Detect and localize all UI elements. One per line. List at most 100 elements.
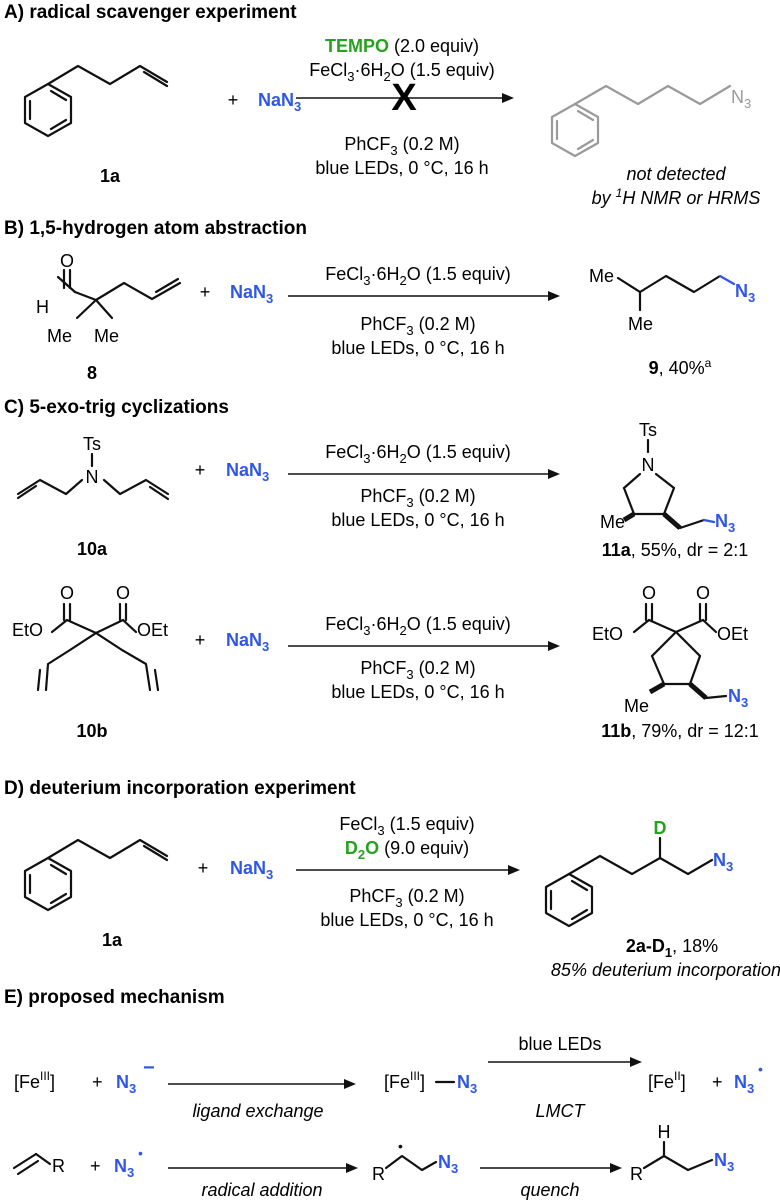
lmct-label: LMCT (536, 1101, 587, 1121)
azide-ligand: N3 (457, 1072, 477, 1096)
ethoxy-label-10b: EtO (12, 620, 43, 640)
condition-light-d: blue LEDs, 0 °C, 16 h (320, 910, 493, 930)
deuterium-incorporation-text: 85% deuterium incorporation (551, 960, 780, 980)
condition-solvent-a: PhCF3 (0.2 M) (344, 134, 459, 158)
carbon-radical-dot: • (398, 1138, 403, 1154)
aldehyde-hydrogen: H (36, 297, 49, 317)
reagent-nan3: NaN3 (230, 858, 273, 882)
condition-fecl3-hydrate: FeCl3·6H2O (1.5 equiv) (325, 264, 511, 288)
fe2-species: [FeII] (648, 1069, 686, 1092)
azide-label-2a-d1: N3 (713, 850, 733, 874)
reagent-nan3: NaN3 (258, 90, 301, 114)
tosyl-label-11a: Ts (639, 420, 657, 440)
substrate-1a-structure (23, 64, 169, 138)
product-2a-d1-structure (544, 836, 714, 928)
methyl-label-8b: Me (94, 326, 119, 346)
ester-oxygen-right: O (116, 583, 130, 603)
ester-oxygen-left: O (60, 583, 74, 603)
plus-sign: + (228, 90, 239, 110)
nitrogen-label-11a: N (642, 455, 655, 475)
alkene-r-group: R (52, 1156, 65, 1176)
azide-label-intermediate: N3 (438, 1152, 458, 1176)
plus-sign: + (195, 460, 206, 480)
arrowhead-b (548, 291, 560, 301)
azide-anion: N3 (116, 1072, 136, 1096)
intermediate-r-group: R (372, 1164, 385, 1184)
fe3-species: [FeIII] (14, 1069, 55, 1092)
substrate-1a-d-structure (23, 838, 169, 912)
faded-azide-label: N3 (731, 87, 751, 111)
methyl-label-11a: Me (600, 512, 625, 532)
ligand-exchange-label: ligand exchange (192, 1101, 323, 1121)
alkene-structure (12, 1152, 52, 1176)
condition-solvent-c1: PhCF3 (0.2 M) (360, 486, 475, 510)
radical-intermediate-structure (384, 1154, 438, 1172)
arrowhead-d (508, 865, 520, 875)
product-r-group: R (630, 1164, 643, 1184)
ester-oxygen-left-11b: O (642, 583, 656, 603)
product-not-detected-structure (550, 84, 732, 158)
product-11b-structure (632, 602, 728, 700)
condition-fecl3-hydrate: FeCl3·6H2O (1.5 equiv) (325, 614, 511, 638)
methyl-label-11b: Me (624, 696, 649, 716)
condition-light-c2: blue LEDs, 0 °C, 16 h (331, 682, 504, 702)
section-e-title: E) proposed mechanism (4, 987, 225, 1008)
radical-dot: • (138, 1145, 143, 1161)
condition-d2o: D2O (9.0 equiv) (345, 838, 469, 862)
arrowhead-a (502, 93, 514, 103)
arrowhead-c1 (548, 469, 560, 479)
compound-label-10b: 10b (76, 721, 107, 741)
compound-label-10a: 10a (77, 539, 108, 559)
condition-fecl3-d: FeCl3 (1.5 equiv) (339, 814, 474, 838)
plus-sign: + (200, 282, 211, 302)
ligand-exchange-arrowhead (344, 1079, 356, 1089)
azide-label-11a: N3 (715, 511, 735, 535)
compound-label-8: 8 (87, 363, 97, 383)
condition-light-a: blue LEDs, 0 °C, 16 h (315, 158, 488, 178)
product-9-structure (616, 274, 736, 312)
not-detected-text: not detected (626, 164, 726, 184)
hydrogen-label: H (658, 1122, 671, 1142)
section-b-title: B) 1,5-hydrogen atom abstraction (4, 218, 307, 239)
ethoxy-label-11b: EtO (592, 624, 623, 644)
arrowhead-c2 (548, 641, 560, 651)
nmr-hrms-text: by 1H NMR or HRMS (592, 186, 761, 208)
tosyl-label-10a: Ts (83, 434, 101, 454)
plus-sign: + (712, 1072, 723, 1092)
section-d-title: D) deuterium incorporation experiment (4, 778, 356, 799)
compound-label-1a-d: 1a (102, 930, 123, 950)
plus-sign: + (90, 1156, 101, 1176)
fe3-azide-complex: [FeIII] (384, 1069, 425, 1092)
anion-charge: − (143, 1057, 155, 1079)
ester-oxygen-right-11b: O (696, 583, 710, 603)
condition-fecl3-hydrate: FeCl3·6H2O (1.5 equiv) (325, 442, 511, 466)
ethoxy-ester-label-10b: OEt (137, 620, 168, 640)
section-c-title: C) 5-exo-trig cyclizations (4, 397, 229, 418)
deuterium-label: D (654, 818, 667, 838)
product-11a-yield: 11a, 55%, dr = 2:1 (602, 540, 749, 560)
reagent-nan3: NaN3 (226, 630, 269, 654)
section-a-title: A) radical scavenger experiment (4, 2, 297, 23)
product-2a-d1-yield: 2a-D1, 18% (626, 936, 718, 960)
condition-light-b: blue LEDs, 0 °C, 16 h (331, 338, 504, 358)
lmct-arrowhead (630, 1057, 642, 1067)
ethoxy-ester-label-11b: OEt (717, 624, 748, 644)
radical-dot: • (758, 1061, 763, 1077)
substrate-10a-structure (16, 452, 170, 501)
condition-solvent-b: PhCF3 (0.2 M) (360, 314, 475, 338)
product-11b-yield: 11b, 79%, dr = 12:1 (601, 721, 759, 741)
condition-solvent-c2: PhCF3 (0.2 M) (360, 658, 475, 682)
compound-label-1a-a: 1a (100, 166, 121, 186)
condition-fecl3-hydrate: FeCl3·6H2O (1.5 equiv) (309, 60, 495, 84)
product-9-yield: 9, 40%a (649, 356, 712, 378)
azide-radical: N3 (114, 1156, 134, 1180)
blocked-x-mark: X (391, 77, 417, 119)
azide-radical: N3 (734, 1072, 754, 1096)
radical-addition-label: radical addition (201, 1180, 322, 1200)
product-11a-structure (622, 438, 716, 530)
plus-sign: + (92, 1072, 103, 1092)
condition-light-c1: blue LEDs, 0 °C, 16 h (331, 510, 504, 530)
quench-arrowhead (610, 1163, 622, 1173)
azide-label-product: N3 (714, 1150, 734, 1174)
